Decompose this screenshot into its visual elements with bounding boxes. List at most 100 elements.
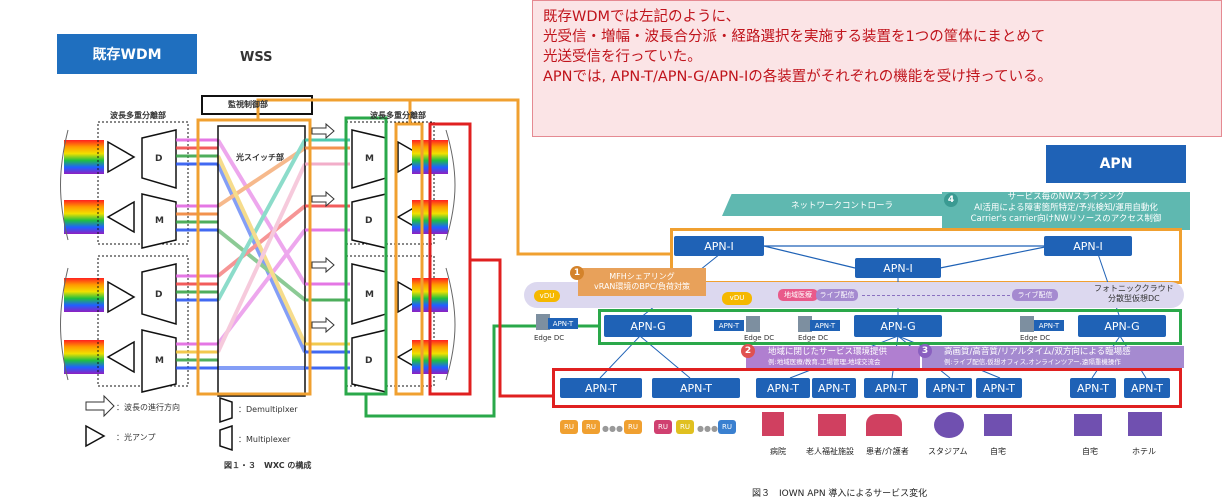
ru-unit-6: RU [718,420,736,434]
optical-switch-label: 光スイッチ部 [236,153,284,162]
note-line-4: APNでは, APN-T/APN-G/APN-Iの各装置がそれぞれの機能を受け持… [543,69,1053,85]
edge-dc-server-3 [798,316,812,332]
explanation-note: 既存WDMでは左記のように、 光受信・増幅・波長合分派・経路選択を実施する装置を… [532,0,1222,137]
mfh-sub: vRAN環境のBPC/負荷対策 [593,282,691,291]
band-regional: 地域に閉じたサービス環境提供 例:地域医療/教育,工場管理,地域交流会 [746,346,920,368]
legend-demux: ：Demultiplxer [238,405,298,414]
apn-t-8: APN-T [1070,378,1116,398]
demux-label-right: 波長多重分離部 [370,111,426,120]
apn-badge: APN [1046,145,1186,183]
care-facility-icon [818,414,846,436]
apn-g-center: APN-G [854,315,942,337]
orange-highlight-switch [196,118,312,396]
ru-unit-3: RU [624,420,642,434]
patient-icon [866,414,902,436]
ru-unit-5: RU [676,420,694,434]
ru-unit-2: RU [582,420,600,434]
place-home: 自宅 [990,447,1006,456]
apn-t-2: APN-T [652,378,740,398]
slicing-title: サービス毎のNWスライシング [1007,192,1125,202]
apn-t-5: APN-T [864,378,918,398]
vdu-center: vDU [722,292,752,305]
live-tag-2: ライブ配信 [1012,289,1058,301]
note-line-3: 光送受信を行っていた。 [543,49,702,65]
legend-amp: ：光アンプ [116,433,156,442]
slicing-number: 4 [944,193,958,207]
edge-dc-label-2: Edge DC [744,334,775,342]
ru-unit-4: RU [654,420,672,434]
mux-letter-4: M [365,290,374,300]
stadium-icon [934,412,964,438]
apn-t-3: APN-T [756,378,810,398]
right-figure-caption: 図３ IOWN APN 導入によるサービス変化 [752,489,928,499]
edge-dc-server-4 [1020,316,1034,332]
right-demux-box-bottom [345,255,435,387]
left-figure-caption: 図１・３ WXC の構成 [224,461,312,470]
band-regional-number: 2 [741,344,755,358]
band-realtime-title: 高画質/高音質/リアルタイム/双方向による臨場感 [944,347,1131,357]
note-line-1: 既存WDMでは左記のように、 [543,9,741,25]
apn-t-4: APN-T [812,378,856,398]
demux-letter-1: D [155,154,163,164]
red-connector [470,258,552,398]
left-fiber-bundles [60,129,104,381]
apn-t-1: APN-T [560,378,642,398]
photonic-line1: フォトニッククラウド [1094,284,1174,293]
photonic-cloud-label: フォトニッククラウド 分散型仮想DC [1094,284,1174,304]
demux-letter-3: D [365,216,373,226]
apn-i-left: APN-I [674,236,764,256]
edge-dc-label-1: Edge DC [534,334,565,342]
place-patient: 患者/介護者 [866,447,909,456]
hospital-icon [762,412,784,436]
apn-g-left: APN-G [604,315,692,337]
note-line-2: 光受信・増幅・波長合分派・経路選択を実施する装置を1つの筐体にまとめて [543,29,1046,45]
slicing-band: サービス毎のNWスライシング AI活用による障害箇所特定/予兆検知/運用自動化 … [942,192,1190,230]
network-controller-band: ネットワークコントローラ [722,194,962,216]
edge-dc-server-1 [536,314,550,330]
demux-letter-4: D [365,356,373,366]
place-hotel: ホテル [1132,447,1156,456]
edge-apn-t-3: APN-T [810,320,840,331]
mfh-title: MFHシェアリング [609,272,675,281]
band-realtime-sub: 例:ライブ配信,仮想オフィス,オンラインツアー,遠隔重機操作 [944,358,1121,366]
band-regional-title: 地域に閉じたサービス環境提供 [768,347,888,357]
apn-g-right: APN-G [1078,315,1166,337]
wss-label: WSS [240,50,273,65]
live-tag: ライブ配信 [816,289,858,301]
apn-g-area [598,309,1182,345]
apn-i-right: APN-I [1044,236,1132,256]
photonic-line2: 分散型仮想DC [1107,294,1160,303]
edge-dc-label-3: Edge DC [798,334,829,342]
mux-letter-2: M [155,356,164,366]
band-realtime: 高画質/高音質/リアルタイム/双方向による臨場感 例:ライブ配信,仮想オフィス,… [922,346,1184,368]
edge-apn-t-4: APN-T [1034,320,1064,331]
edge-dc-label-4: Edge DC [1020,334,1051,342]
slicing-line1: AI活用による障害箇所特定/予兆検知/運用自動化 [974,203,1158,213]
place-home-2: 自宅 [1082,447,1098,456]
slicing-line2: Carrier's carrier向けNWリソースのアクセス制御 [970,214,1162,224]
chiiki-iryo-tag: 地域医療 [778,289,818,301]
orange-connector [256,98,672,256]
home-icon [984,414,1012,436]
apn-t-6: APN-T [926,378,972,398]
legend-direction: ：波長の進行方向 [116,403,180,412]
mfh-number: 1 [570,266,584,280]
green-connector [364,324,598,418]
vdu-left: vDU [534,290,560,302]
live-arrow [862,295,1010,296]
monitor-control-label: 監視制御部 [228,100,268,109]
place-hospital: 病院 [770,447,786,456]
demux-label-left: 波長多重分離部 [110,111,166,120]
apn-i-center: APN-I [855,258,941,278]
home-icon-2 [1074,414,1102,436]
edge-apn-t-1: APN-T [548,318,578,329]
ru-dots-2: ●●● [697,424,718,433]
existing-wdm-badge: 既存WDM [57,34,197,74]
place-stadium: スタジアム [928,447,968,456]
ru-unit-1: RU [560,420,578,434]
band-regional-sub: 例:地域医療/教育,工場管理,地域交流会 [768,358,881,366]
apn-t-area [552,368,1182,408]
mfh-band: MFHシェアリング vRAN環境のBPC/負荷対策 [578,268,706,296]
edge-dc-server-2 [746,316,760,332]
